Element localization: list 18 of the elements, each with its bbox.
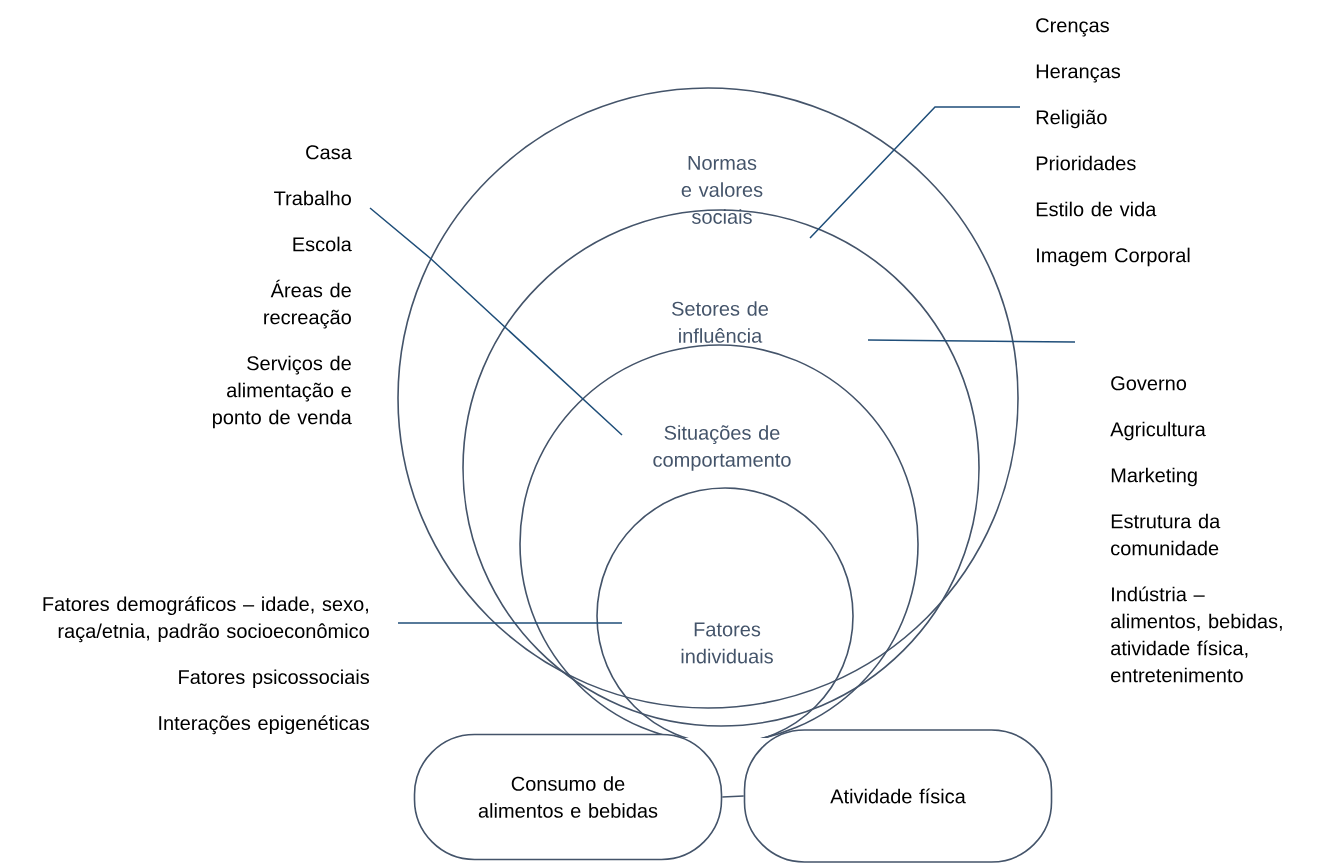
factor-list: Governo Agricultura Marketing Estrutura da comunidade Indústria – alimentos, bebidas, atividade física, entretenimento [1110,376,1282,683]
leader-line [397,622,623,624]
leader-line [369,207,623,436]
ring-label: Setores de influência [672,301,768,343]
rounded-box: Consumo de alimentos e bebidas [413,733,723,861]
leader-line [867,339,1076,343]
ring-label: Fatores individuais [681,622,773,664]
leader-line [809,106,1021,239]
factor-list: Casa Trabalho Escola Áreas de recreação Serviços de alimentação e ponto de venda [213,145,352,429]
factor-list: Crenças Heranças Religião Prioridades Estilo de vida Imagem Corporal [1036,18,1190,267]
factor-list: Fatores demográficos – idade, sexo, raça/etnia, padrão socioeconômico Fatores psicossociais Interações epigenéticas [43,596,370,735]
ring-label: Normas e valores sociais [681,156,763,224]
ring-circle [397,87,1019,709]
rounded-box: Atividade física [743,729,1053,863]
ring-label: Situações de comportamento [653,425,791,471]
ring-circle [462,209,980,727]
connector-line [721,795,745,798]
node-label: Consumo de alimentos e bebidas [478,776,658,818]
